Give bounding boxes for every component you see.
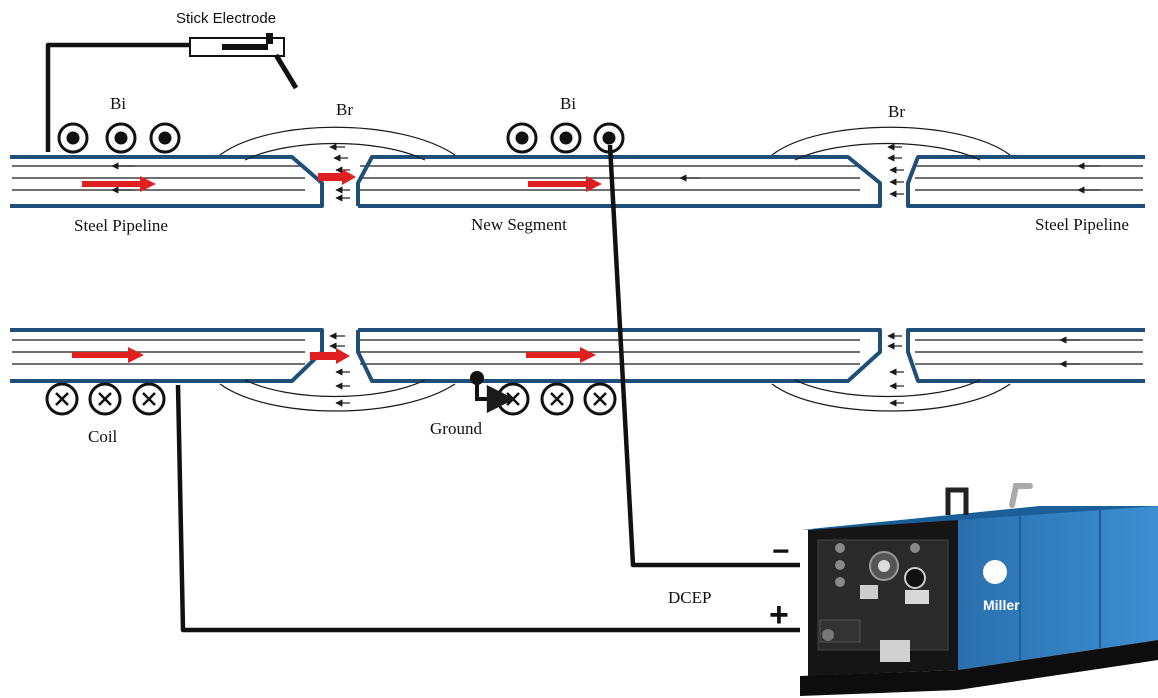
positive-terminal-symbol: +: [769, 596, 789, 634]
negative-cable: [607, 144, 800, 568]
welder-logo-icon: [983, 560, 1007, 584]
welder-brand-text: Miller: [983, 597, 1020, 613]
stick-electrode-holder: [189, 33, 299, 90]
bottom-pipeline: [10, 328, 1145, 412]
steel-pipeline-left-label: Steel Pipeline: [74, 216, 168, 235]
bottom-red-arrows: [72, 347, 596, 364]
bi-center-label: Bi: [560, 94, 576, 113]
bottom-right-joint-arcs: [771, 332, 1011, 412]
bottom-flux-lines: [12, 339, 1143, 365]
ground-clamp: [470, 371, 515, 413]
br-left-label: Br: [336, 100, 353, 119]
top-red-arrows: [82, 169, 602, 192]
electrode-cable: [45, 42, 190, 152]
top-left-joint-arcs: [219, 126, 456, 202]
dcep-label: DCEP: [668, 588, 711, 607]
positive-cable: [175, 384, 800, 633]
br-right-label: Br: [888, 102, 905, 121]
coil-dots-center: [506, 122, 625, 154]
coil-label: Coil: [88, 427, 118, 446]
top-flux-arrows: [111, 162, 1100, 194]
negative-terminal-symbol: −: [772, 535, 790, 568]
stick-electrode-label: Stick Electrode: [176, 10, 276, 27]
bi-left-label: Bi: [110, 94, 126, 113]
cables: [45, 42, 800, 633]
bottom-left-joint-arcs: [219, 332, 456, 412]
ground-label: Ground: [430, 419, 482, 438]
bottom-flux-arrows: [1059, 336, 1080, 368]
coil-crosses-center: [496, 382, 617, 416]
coil-dots-left: [57, 122, 181, 154]
coil-crosses-left: [45, 382, 166, 416]
new-segment-label: New Segment: [471, 215, 567, 234]
welder-machine: Miller: [800, 483, 1158, 696]
top-pipeline: [10, 126, 1145, 208]
top-pipe-walls: [10, 155, 1145, 208]
top-right-joint-arcs: [771, 126, 1011, 198]
steel-pipeline-right-label: Steel Pipeline: [1035, 215, 1129, 234]
